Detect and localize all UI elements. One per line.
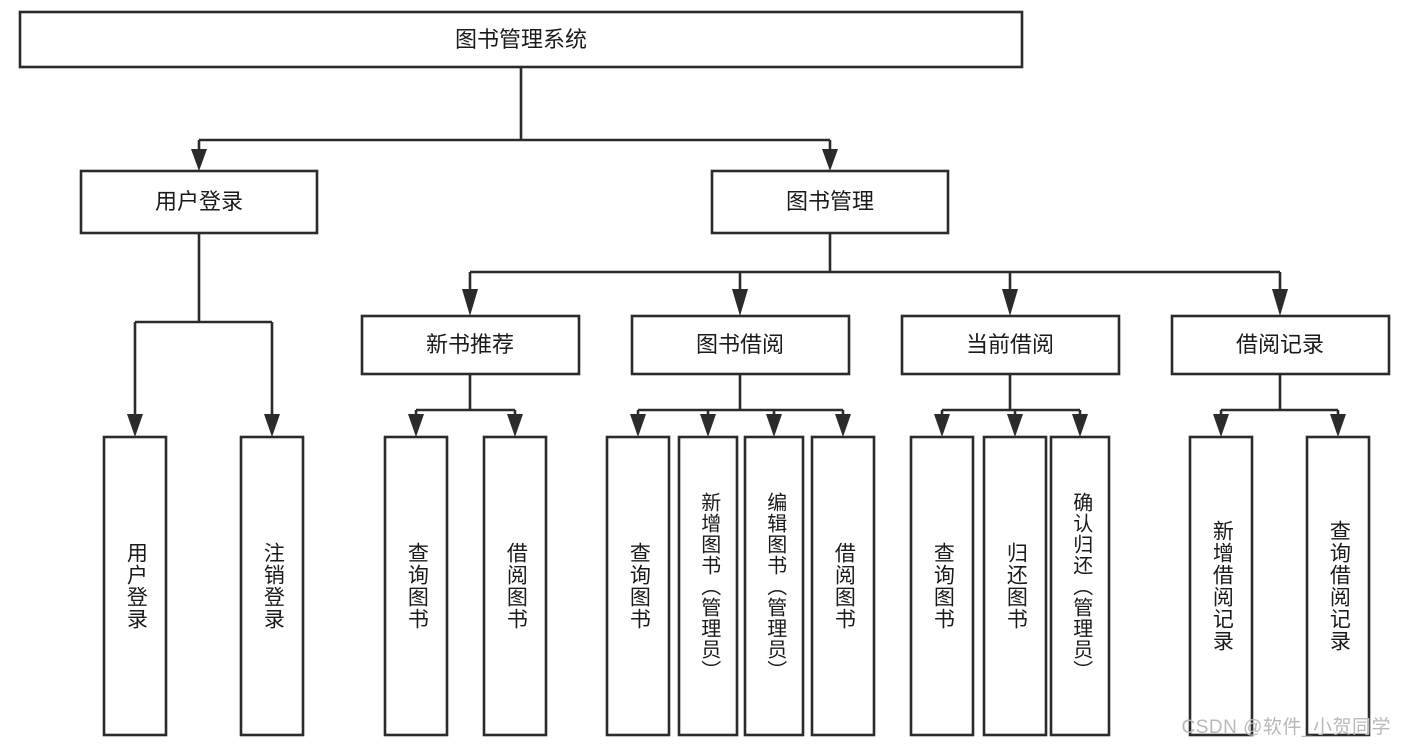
arrowhead-icon [408,414,424,437]
leaf-box-return-book[interactable] [982,435,1048,737]
arrowhead-icon [1002,289,1018,316]
connector-group-borrow-record [1213,374,1346,437]
arrowhead-icon [1272,289,1288,316]
arrowhead-icon [191,149,207,171]
connector-group-current-borrow [934,374,1088,437]
node-current-borrow-label: 当前借阅 [966,332,1054,357]
node-new-book-recommend-box[interactable] [360,314,581,376]
leaf-box-query-record[interactable] [1305,435,1371,737]
arrowhead-icon [1330,414,1346,437]
arrowhead-icon [732,289,748,316]
csdn-watermark: CSDN @软件_小贺同学 [1181,717,1391,738]
arrowhead-icon [264,414,280,437]
node-book-borrow-box[interactable] [630,314,851,376]
arrowhead-icon [127,414,143,437]
arrowhead-icon [1007,414,1023,437]
connector-group-new-book [408,374,523,437]
leaf-box-borrow-book-1[interactable] [482,435,548,737]
node-root-label: 图书管理系统 [455,27,587,52]
leaf-box-add-book-admin[interactable] [677,435,739,737]
leaf-box-edit-book-admin[interactable] [743,435,805,737]
connector-group-root [191,67,838,171]
node-current-borrow-box[interactable] [900,314,1121,376]
connector-group-book-borrow [630,374,851,437]
arrowhead-icon [822,149,838,171]
arrowhead-icon [700,414,716,437]
leaf-box-add-record[interactable] [1188,435,1254,737]
arrowhead-icon [934,414,950,437]
node-book-manage-label: 图书管理 [786,189,874,214]
leaf-box-confirm-return[interactable] [1049,435,1111,737]
connector-group-book-manage [462,233,1288,316]
connector-group-user-login [127,233,280,437]
leaf-box-query-book-3[interactable] [909,435,975,737]
arrowhead-icon [630,414,646,437]
node-new-book-recommend[interactable]: 新书推荐 [360,314,581,376]
node-book-manage-box[interactable] [710,169,950,235]
node-user-login-box[interactable] [79,169,319,235]
node-borrow-record[interactable]: 借阅记录 [1170,314,1391,376]
arrowhead-icon [1213,414,1229,437]
leaf-box-group [102,435,1371,737]
arrowhead-icon [835,414,851,437]
node-borrow-record-label: 借阅记录 [1236,332,1324,357]
leaf-box-user-login[interactable] [102,435,168,737]
arrowhead-icon [766,414,782,437]
leaf-box-query-book-1[interactable] [383,435,449,737]
arrowhead-icon [462,289,478,316]
node-new-book-recommend-label: 新书推荐 [426,332,514,357]
arrowhead-icon [1072,414,1088,437]
node-borrow-record-box[interactable] [1170,314,1391,376]
node-root[interactable]: 图书管理系统 [18,10,1024,69]
leaf-box-query-book-2[interactable] [605,435,671,737]
node-book-manage[interactable]: 图书管理 [710,169,950,235]
node-current-borrow[interactable]: 当前借阅 [900,314,1121,376]
node-root-box[interactable] [18,10,1024,69]
leaf-box-logout-login[interactable] [239,435,305,737]
node-user-login[interactable]: 用户登录 [79,169,319,235]
node-book-borrow[interactable]: 图书借阅 [630,314,851,376]
arrowhead-icon [507,414,523,437]
node-book-borrow-label: 图书借阅 [696,332,784,357]
node-user-login-label: 用户登录 [155,189,243,214]
leaf-box-borrow-book-2[interactable] [810,435,876,737]
